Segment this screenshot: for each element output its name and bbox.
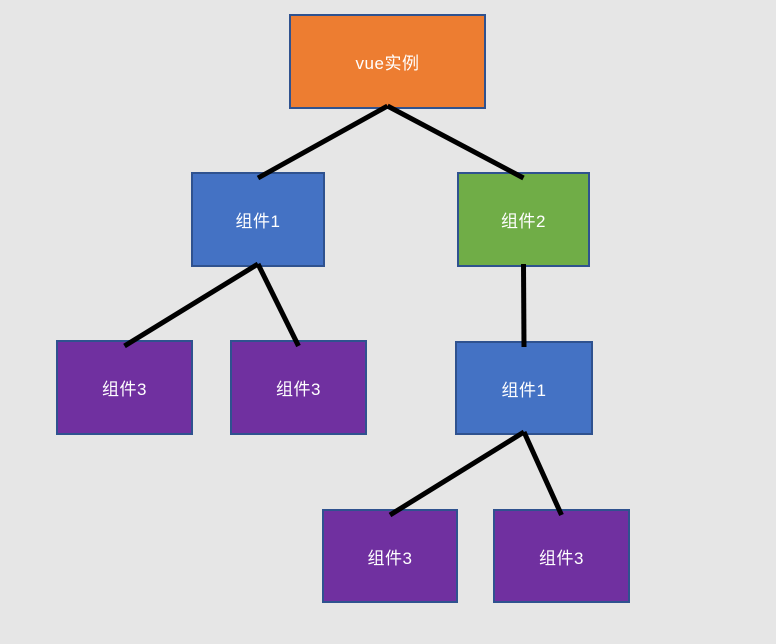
node-label: 组件3 (539, 548, 584, 568)
tree-node-component-3-c: 组件3 (322, 509, 458, 603)
node-label: 组件2 (501, 212, 546, 231)
node-label: 组件3 (367, 548, 413, 568)
tree-edge (521, 430, 564, 517)
tree-edge (386, 103, 525, 181)
tree-edge (388, 429, 526, 518)
tree-node-component-3-d: 组件3 (493, 509, 630, 603)
tree-node-component-2: 组件2 (457, 172, 590, 267)
tree-edge (256, 103, 389, 181)
tree-edge (521, 263, 527, 348)
node-label: vue实例 (355, 54, 420, 73)
tree-edge (123, 261, 260, 349)
tree-node-component-1-left: 组件1 (191, 172, 325, 267)
tree-node-vue-instance: vue实例 (289, 14, 486, 109)
tree-edge (255, 262, 301, 348)
node-label: 组件3 (276, 380, 321, 399)
node-label: 组件1 (501, 380, 547, 400)
node-label: 组件1 (235, 212, 281, 231)
node-label: 组件3 (102, 380, 147, 399)
tree-node-component-3-b: 组件3 (230, 340, 367, 435)
tree-node-component-3-a: 组件3 (56, 340, 193, 435)
tree-node-component-1-right: 组件1 (455, 341, 593, 435)
